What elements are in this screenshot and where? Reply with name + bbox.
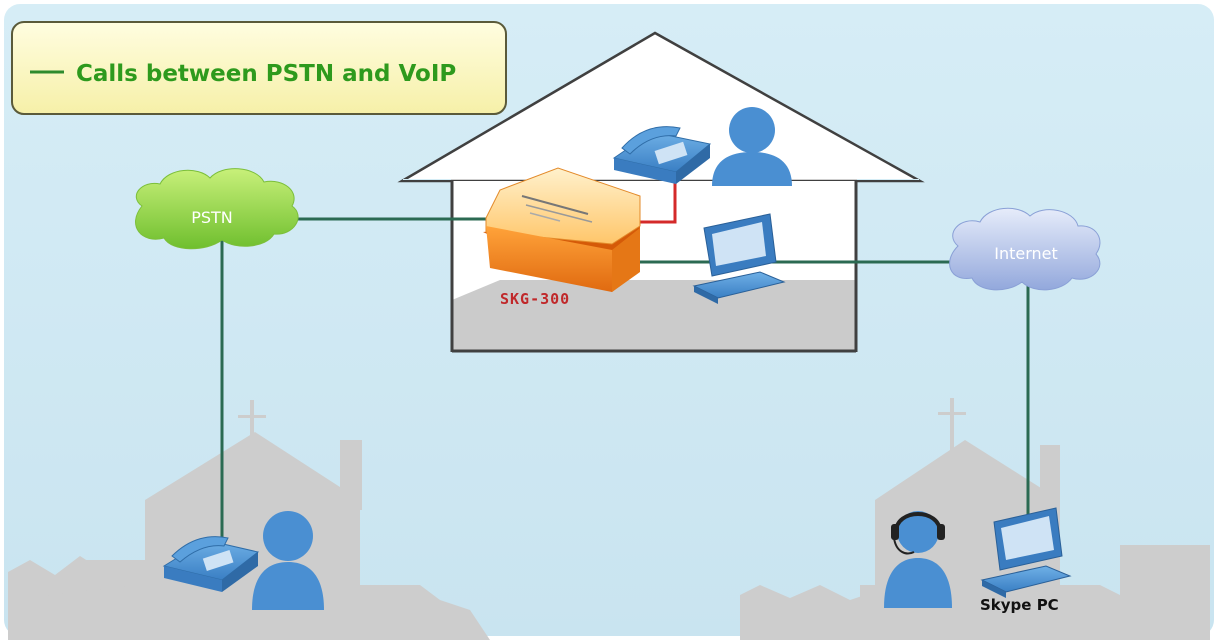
headset-person-icon — [884, 511, 952, 608]
internet-label: Internet — [994, 244, 1058, 263]
legend: Calls between PSTN and VoIP — [11, 21, 507, 115]
skype-pc-label: Skype PC — [980, 596, 1059, 614]
person-icon — [712, 107, 792, 186]
voip-gateway-icon: SKG-300 — [483, 167, 641, 308]
internet-cloud: Internet — [949, 207, 1101, 291]
skype-pc-computer-icon: Skype PC — [980, 507, 1072, 614]
connection-lines — [220, 182, 1030, 562]
pstn-cloud: PSTN — [135, 168, 299, 250]
blue-cloud-icon — [949, 207, 1101, 291]
green-cloud-icon — [135, 168, 299, 250]
gateway-to-phone-link — [630, 182, 677, 224]
legend-text: Calls between PSTN and VoIP — [76, 61, 456, 87]
computer-icon — [692, 213, 786, 304]
remote-person-icon — [252, 511, 324, 610]
gateway-label: SKG-300 — [500, 290, 570, 308]
desk-phone-icon — [612, 126, 712, 184]
pstn-label: PSTN — [191, 208, 233, 227]
remote-phone-icon — [162, 536, 260, 592]
